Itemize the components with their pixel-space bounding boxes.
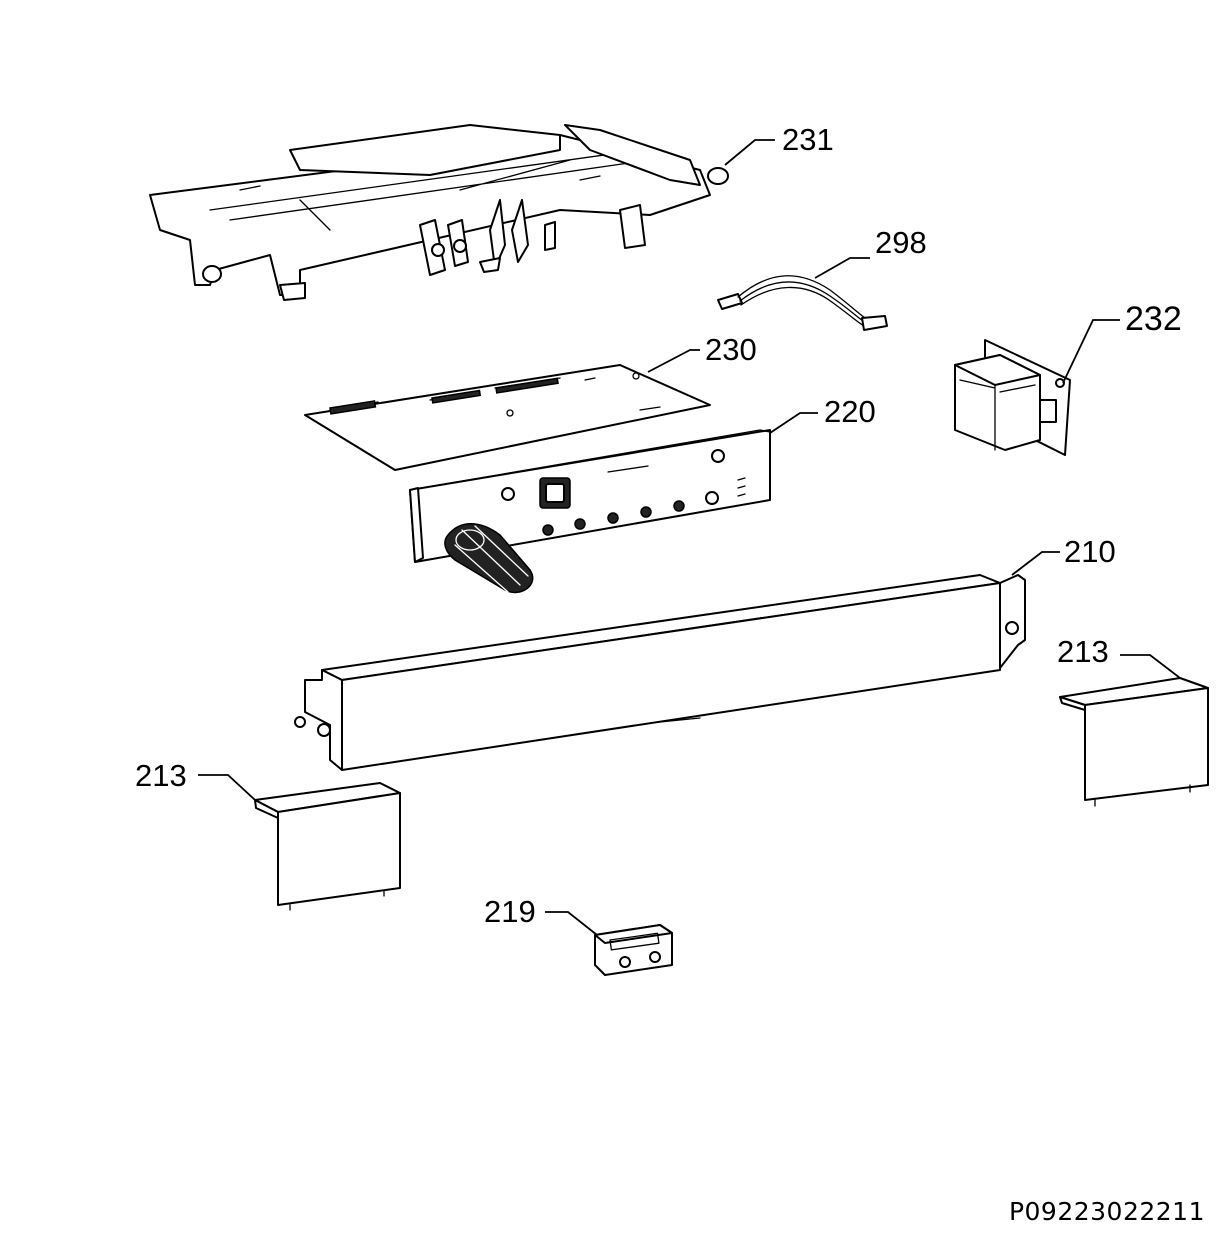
label-231: 231	[782, 122, 834, 157]
label-230: 230	[705, 332, 757, 367]
part-213-right-end-cap	[1059, 677, 1209, 807]
part-labels: 231 298 232 230 220 210 213 213 219	[135, 122, 1182, 929]
label-219: 219	[484, 894, 536, 929]
part-230-circuit-board	[304, 364, 711, 471]
label-298: 298	[875, 225, 927, 260]
part-298-wire-harness	[717, 275, 888, 331]
part-210-front-panel	[294, 574, 1026, 771]
part-231-frame	[149, 124, 729, 301]
part-213-left-end-cap	[254, 782, 401, 911]
led-row	[542, 500, 685, 536]
label-210: 210	[1064, 534, 1116, 569]
document-code: P09223022211	[1008, 1197, 1205, 1226]
part-220-display-board	[409, 429, 771, 594]
leader-lines	[198, 139, 1181, 936]
label-232: 232	[1125, 300, 1182, 338]
part-232-transformer	[954, 339, 1071, 456]
rotary-knob	[444, 523, 534, 594]
label-213-right: 213	[1057, 634, 1109, 669]
label-213-left: 213	[135, 758, 187, 793]
part-219-clip	[594, 924, 673, 976]
label-220: 220	[824, 394, 876, 429]
